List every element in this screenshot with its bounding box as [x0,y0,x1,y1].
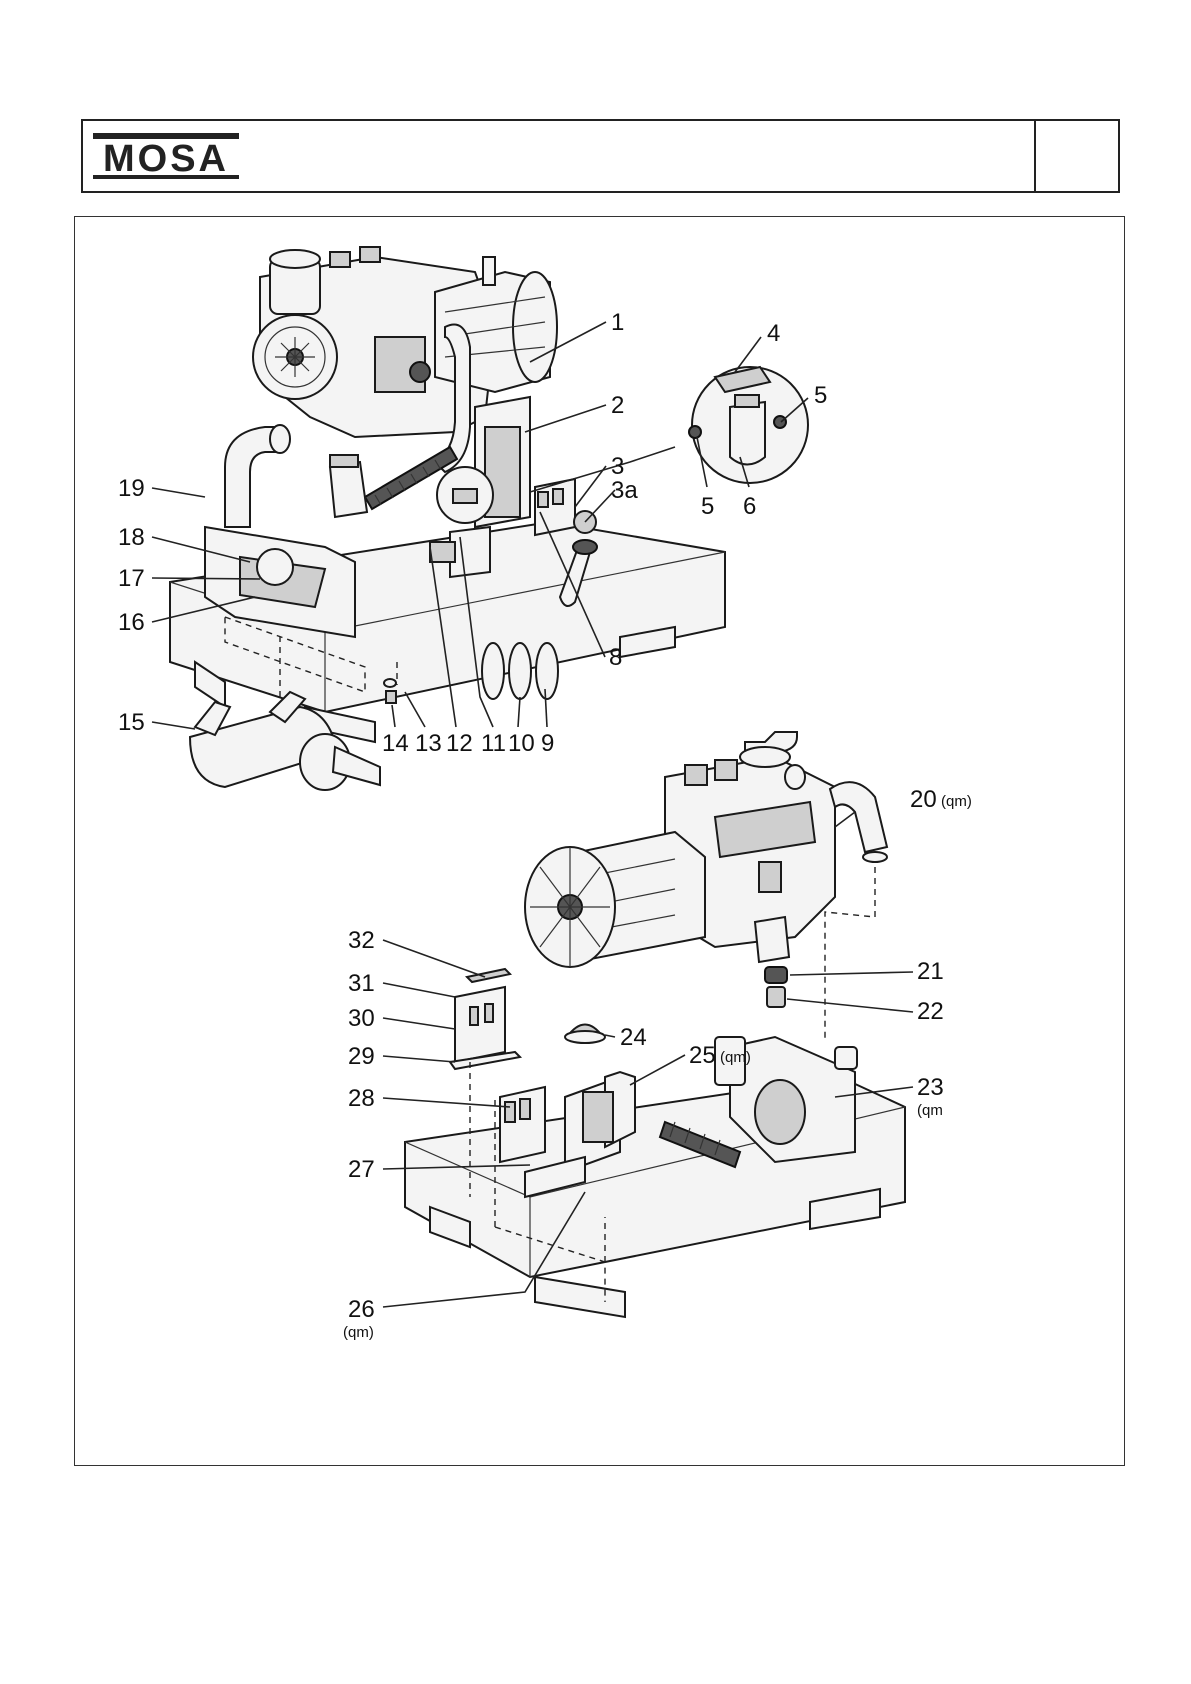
callout-9: 9 [541,730,554,757]
callout-8: 8 [609,644,622,671]
callout-20: 20 [910,786,937,813]
callout-24: 24 [620,1024,647,1051]
callout-22: 22 [917,998,944,1025]
spring-hose [363,445,459,511]
exhaust-hose [828,781,889,854]
callout-3a: 3a [611,477,638,504]
callout-25: 25 [689,1042,716,1069]
callout-10: 10 [508,730,535,757]
callout-19: 19 [118,475,145,502]
callout-15: 15 [118,709,145,736]
callout-26: 26 [348,1296,375,1323]
callout-23: 23 [917,1074,944,1101]
callout-11: 11 [481,730,506,757]
callout-27: 27 [348,1156,375,1183]
exploded-parts-diagram: 1 2 3 3a 4 5 5 6 8 9 10 11 12 13 14 15 1… [118,246,972,1341]
callout-5-right: 5 [814,382,827,409]
leader-lines [151,321,914,1308]
callout-32: 32 [348,927,375,954]
mosa-logo: MOSA [93,133,239,180]
callout-3: 3 [611,453,624,480]
callout-16: 16 [118,609,145,636]
callout-14: 14 [382,730,409,757]
callout-20-note: (qm) [941,793,972,810]
cover-box [454,985,506,1064]
callout-4: 4 [767,320,780,347]
page-number-box [1034,121,1118,191]
brand-text: MOSA [103,138,229,180]
page-header: MOSA [81,119,1120,193]
callout-25-note: (qm) [720,1049,751,1066]
fuel-filter-detail [529,365,809,493]
callout-5-left: 5 [701,493,714,520]
lower-assembly [404,731,906,1319]
callout-13: 13 [415,730,442,757]
callout-28: 28 [348,1085,375,1112]
upper-assembly [169,246,726,791]
callout-1: 1 [611,309,624,336]
callout-2: 2 [611,392,624,419]
callout-18: 18 [118,524,145,551]
callout-23-note: (qm [917,1102,943,1119]
callout-6: 6 [743,493,756,520]
callout-29: 29 [348,1043,375,1070]
callout-17: 17 [118,565,145,592]
callout-26-note: (qm) [343,1324,374,1341]
callout-31: 31 [348,970,375,997]
callout-labels: 1 2 3 3a 4 5 5 6 8 9 10 11 12 13 14 15 1… [118,309,972,1341]
callout-30: 30 [348,1005,375,1032]
exploded-view-frame: 1 2 3 3a 4 5 5 6 8 9 10 11 12 13 14 15 1… [74,216,1125,1466]
callout-21: 21 [917,958,944,985]
callout-12: 12 [446,730,473,757]
